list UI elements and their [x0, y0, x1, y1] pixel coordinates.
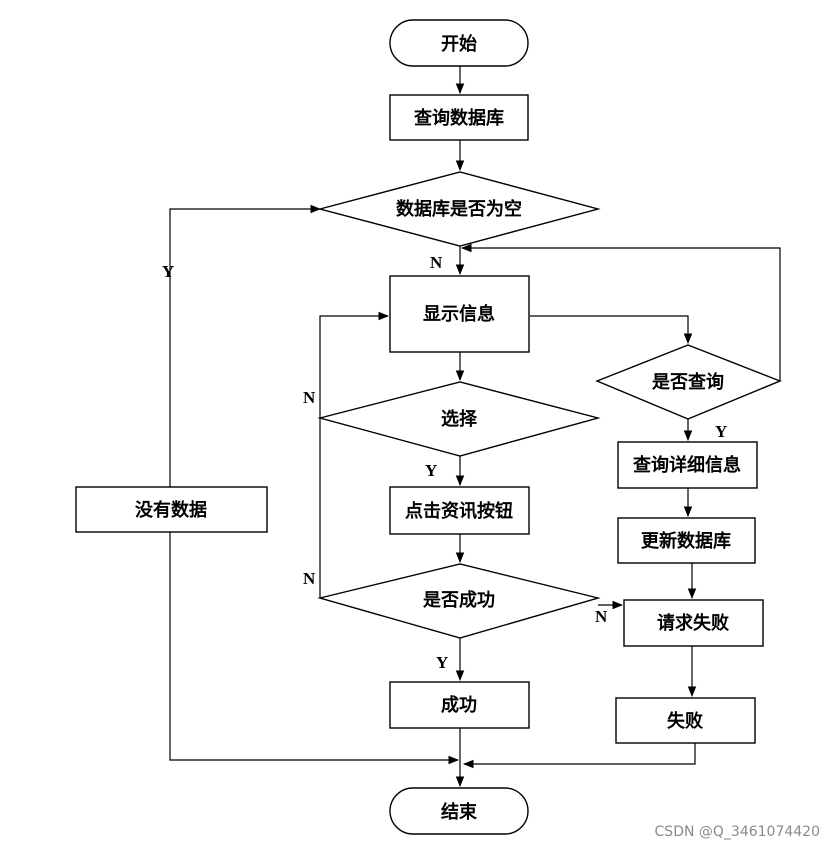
- success-label: 成功: [441, 694, 477, 716]
- show-info-box: [389, 275, 530, 353]
- query-db-label: 查询数据库: [414, 107, 504, 129]
- request-fail-box: [623, 599, 764, 647]
- edge-label-success-no-left: N: [303, 569, 316, 588]
- is-success-decision: [317, 563, 601, 639]
- arrow-fail-to-end: [462, 743, 696, 769]
- is-query-decision: [595, 344, 782, 420]
- no-data-label: 没有数据: [135, 499, 207, 521]
- edge-label-select-yes: Y: [425, 461, 437, 480]
- connectors: [169, 66, 781, 788]
- arrow-select-no-to-show: [319, 311, 390, 418]
- update-db-box: [617, 517, 756, 564]
- select-label: 选择: [441, 408, 478, 430]
- query-detail-label: 查询详细信息: [633, 454, 741, 476]
- edge-labels: Y N N Y N Y N Y: [162, 253, 727, 672]
- show-info-label: 显示信息: [423, 303, 495, 325]
- end-label: 结束: [441, 801, 478, 823]
- no-data-box: [75, 486, 268, 533]
- is-query-label: 是否查询: [651, 371, 724, 393]
- edge-label-query-yes: Y: [715, 422, 727, 441]
- fail-label: 失败: [667, 710, 703, 732]
- update-db-label: 更新数据库: [641, 530, 731, 552]
- edge-label-success-no-right: N: [595, 607, 608, 626]
- db-empty-decision: [317, 171, 601, 247]
- arrow-show-to-isquery: [530, 315, 693, 345]
- is-success-label: 是否成功: [422, 589, 495, 611]
- start-terminal: [389, 19, 529, 67]
- watermark: CSDN @Q_3461074420: [655, 824, 820, 840]
- edge-label-success-yes: Y: [436, 653, 448, 672]
- arrow-nodata-to-end: [169, 532, 460, 765]
- db-empty-label: 数据库是否为空: [396, 198, 522, 220]
- fail-box: [615, 697, 756, 744]
- nodes: 开始 查询数据库 数据库是否为空 显示信息 选择 点击资讯按钮 是否成功 成功 …: [75, 19, 782, 835]
- click-news-label: 点击资讯按钮: [405, 500, 513, 522]
- click-news-box: [389, 486, 530, 535]
- arrow-nodata-to-empty: [169, 204, 322, 487]
- start-label: 开始: [441, 33, 477, 55]
- query-db-box: [389, 94, 529, 141]
- edge-label-select-no: N: [303, 388, 316, 407]
- edge-label-empty-yes: Y: [162, 262, 174, 281]
- arrow-isquery-to-empty: [460, 243, 781, 381]
- select-decision: [317, 381, 601, 457]
- success-box: [389, 681, 530, 729]
- request-fail-label: 请求失败: [657, 612, 729, 634]
- end-terminal: [389, 787, 529, 835]
- query-detail-box: [617, 441, 758, 489]
- edge-label-empty-no: N: [430, 253, 443, 272]
